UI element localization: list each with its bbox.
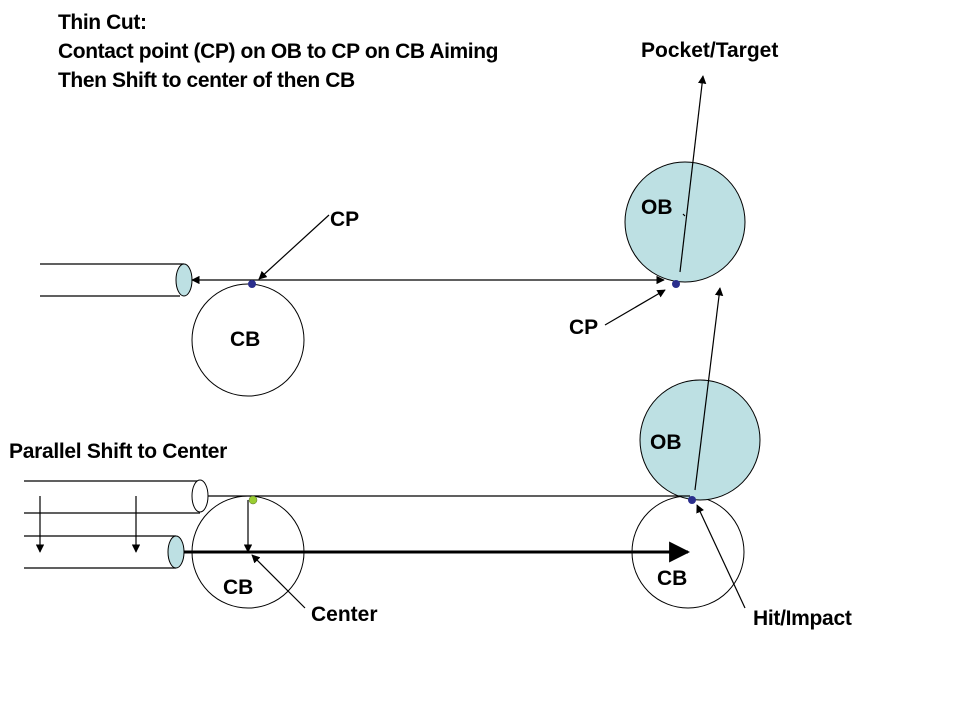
cb-label-top: CB [230,328,261,351]
cue-stick-shifted [24,535,185,569]
cp-pointer-top-left [258,214,330,280]
impact-point [688,496,696,504]
ob-label-bottom: OB [650,431,682,454]
object-ball-top [624,161,746,283]
pocket-target-label: Pocket/Target [641,39,779,62]
cue-stick-top [40,263,193,297]
object-ball-bottom [639,379,761,501]
shift-point [248,495,258,505]
hit-impact-label: Hit/Impact [753,607,852,630]
pocket-line-top [679,75,707,273]
ob-tick-mark [682,213,686,217]
cp-label-top-left: CP [330,208,360,231]
cue-tip-aim [191,479,209,513]
cb-label-bottom-right: CB [657,567,688,590]
parallel-shift-label: Parallel Shift to Center [9,440,228,463]
contact-point-ob-top [672,280,680,288]
ob-label-top: OB [641,196,673,219]
pocket-line-bottom [694,287,724,491]
center-label: Center [311,603,378,626]
title-line-3: Then Shift to center of then CB [58,69,355,92]
center-pointer [251,554,306,609]
cue-tip-shifted [167,535,185,569]
title-line-1: Thin Cut: [58,11,147,34]
cp-label-top-right: CP [569,316,599,339]
contact-point-cb-top [248,280,256,288]
cue-tip-top [175,263,193,297]
cue-stick-aim [24,479,209,514]
diagram-title: Thin Cut: Contact point (CP) on OB to CP… [58,8,498,95]
title-line-2: Contact point (CP) on OB to CP on CB Aim… [58,40,499,63]
cp-pointer-top-right [604,289,666,326]
cb-label-bottom-left: CB [223,576,254,599]
hit-impact-pointer [696,504,746,609]
